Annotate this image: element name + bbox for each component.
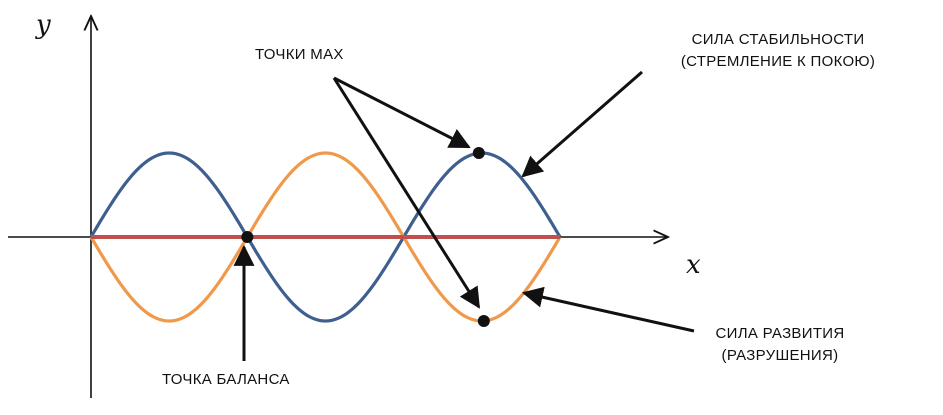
balance-point-dot [241, 231, 254, 243]
max-arrow-to-development [332, 77, 481, 309]
balance-point-label: ТОЧКА БАЛАНСА [162, 371, 290, 388]
stability-label-arrow [521, 70, 643, 178]
stability-force-title: СИЛА СТАБИЛЬНОСТИ [691, 31, 865, 48]
development-force-label: СИЛА РАЗВИТИЯ (РАЗРУШЕНИЯ) [680, 323, 880, 367]
max-points-label: ТОЧКИ MAX [255, 46, 344, 63]
development-force-subtitle: (РАЗРУШЕНИЯ) [721, 347, 839, 364]
stability-force-subtitle: (СТРЕМЛЕНИЕ К ПОКОЮ) [680, 53, 876, 70]
stability-force-label: СИЛА СТАБИЛЬНОСТИ (СТРЕМЛЕНИЕ К ПОКОЮ) [648, 29, 908, 73]
max-arrow-to-stability [333, 76, 471, 149]
annotation-arrows [233, 70, 695, 361]
key-points [241, 147, 490, 327]
y-axis-label: y [36, 10, 51, 40]
development-label-arrow [521, 286, 695, 333]
development-max-dot [477, 315, 490, 327]
stability-max-dot [472, 147, 485, 159]
x-axis-label: x [686, 250, 701, 280]
development-force-title: СИЛА РАЗВИТИЯ [715, 325, 845, 342]
